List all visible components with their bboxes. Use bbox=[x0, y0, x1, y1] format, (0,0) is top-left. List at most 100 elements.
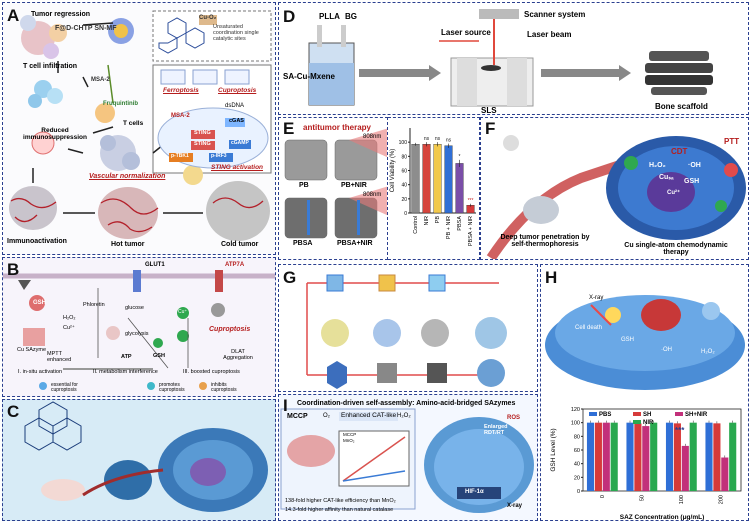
panel-e: E antitumor therapy 808nm 808nm PB PB+NI… bbox=[278, 117, 388, 260]
cu-plus-label: Cu⁺ bbox=[178, 309, 188, 315]
cu-2plus-label: Cu²⁺ bbox=[63, 325, 75, 331]
laser-source-label: Laser source bbox=[441, 28, 491, 37]
bar bbox=[602, 422, 610, 491]
metal-label: Cu-O₂ bbox=[199, 15, 217, 21]
legend-swatch bbox=[633, 420, 641, 424]
cat-note2-label: 14.3-fold higher affinity than natural c… bbox=[285, 507, 394, 513]
panel-c-artwork bbox=[3, 400, 275, 520]
panel-f-artwork bbox=[486, 135, 746, 259]
legend-swatch bbox=[589, 412, 597, 416]
antitumor-label: antitumor therapy bbox=[303, 123, 372, 132]
laser-beam-label: Laser beam bbox=[527, 30, 572, 39]
x-tick-label: 0 bbox=[600, 495, 606, 498]
cuproptosis-b-label: Cuproptosis bbox=[209, 326, 251, 333]
glut1-label: GLUT1 bbox=[145, 262, 165, 268]
h2o2-label: H₂O₂ bbox=[63, 315, 76, 321]
reduced-label: Reduced immunosuppression bbox=[23, 127, 87, 141]
bar bbox=[594, 422, 602, 491]
x-tick-label: Control bbox=[413, 216, 419, 234]
dlat-label: DLAT Aggregation bbox=[223, 349, 253, 361]
nm1-label: 808nm bbox=[363, 134, 382, 140]
significance-label: ns bbox=[446, 138, 452, 144]
y-tick-label: 40 bbox=[574, 462, 580, 468]
bar bbox=[713, 423, 721, 491]
f-h2o2-label: H₂O₂ bbox=[649, 162, 666, 169]
h-oh-label: ·OH bbox=[661, 347, 672, 353]
bar bbox=[626, 422, 634, 491]
f-oh-label: ·OH bbox=[688, 162, 701, 169]
i-xray-label: X-ray bbox=[507, 503, 523, 509]
legend-swatch bbox=[633, 412, 641, 416]
bar bbox=[665, 422, 674, 491]
h-xray-label: X-ray bbox=[589, 295, 604, 301]
legend3-label: inhibits cuproptosis bbox=[211, 382, 237, 394]
fruquintinib-label: Fruquintinib bbox=[103, 101, 138, 107]
mccp-label: MCCP bbox=[287, 413, 308, 420]
y-tick-label: 60 bbox=[574, 448, 580, 454]
x-tick-label: 200 bbox=[719, 495, 725, 504]
significance-label: * bbox=[459, 154, 461, 160]
bar bbox=[681, 445, 689, 491]
y-axis-label: Cell Viability (%) bbox=[390, 149, 396, 193]
y-tick-label: 80 bbox=[574, 434, 580, 440]
pirf3-label: p-IRF3 bbox=[211, 153, 227, 159]
panel-e-artwork bbox=[284, 128, 387, 239]
cu-single-label: Cu single-atom chemodynamic therapy bbox=[624, 242, 728, 257]
panel-i-artwork bbox=[280, 408, 534, 513]
unsaturated-label: Unsaturated coordination single catalyti… bbox=[213, 24, 259, 42]
gsh2-label: GSH bbox=[153, 353, 165, 359]
y-tick-label: 40 bbox=[401, 183, 407, 189]
bar bbox=[586, 422, 595, 491]
panel-f: F PTT CDT H₂O₂ ·OH Cuₛₐ GSH Cu²⁺ Deep tu… bbox=[480, 117, 749, 260]
atp7a-label: ATP7A bbox=[225, 262, 245, 268]
mini-legend2-label: MnO₂ bbox=[343, 438, 355, 443]
mptt-label: MPTT enhanced bbox=[47, 351, 72, 363]
enhanced-label: Enhanced CAT-like bbox=[339, 412, 399, 421]
bar bbox=[642, 426, 650, 491]
y-tick-label: 0 bbox=[404, 211, 407, 217]
panel-a-label: A bbox=[7, 6, 20, 25]
x-tick-label: PBSA + NIR bbox=[468, 216, 474, 246]
cgamp-label: cGAMP bbox=[231, 140, 249, 146]
panel-i: I Coordination-driven self-assembly: Ami… bbox=[278, 394, 538, 521]
formula-label: F@D-CHTP SN-MF bbox=[55, 25, 117, 32]
msa2-b-label: MSA-2 bbox=[171, 113, 190, 119]
legend1-label: essential for cuproptosis bbox=[51, 382, 78, 394]
legend2-label: promotes cuproptosis bbox=[159, 382, 185, 394]
i-title-label: Coordination-driven self-assembly: Amino… bbox=[297, 400, 516, 407]
phloretin-label: Phloretin bbox=[83, 302, 105, 308]
bg-label: BG bbox=[345, 12, 357, 21]
cat-note1-label: 138-fold higher CAT-like efficiency than… bbox=[285, 498, 396, 504]
cuproptosis-label: Cuproptosis bbox=[218, 87, 257, 94]
i-h2o2-label: H₂O₂ bbox=[397, 413, 411, 419]
ptbk1-label: p-TBK1 bbox=[171, 153, 189, 159]
cu-sazyme-label: Cu SAzyme bbox=[17, 347, 47, 353]
panel-b-artwork bbox=[3, 270, 275, 390]
y-tick-label: 0 bbox=[577, 489, 580, 495]
x-tick-label: PB bbox=[435, 216, 441, 224]
sting2-label: STING bbox=[194, 141, 211, 147]
cgas-label: cGAS bbox=[229, 118, 244, 124]
mini-legend1-label: MCCP bbox=[343, 432, 357, 437]
step3-label: III. boosted cuproptosis bbox=[183, 369, 240, 375]
bar bbox=[444, 145, 453, 214]
panel-d-label: D bbox=[283, 7, 296, 26]
y-tick-label: 20 bbox=[401, 197, 407, 203]
gsh-label: GSH bbox=[33, 300, 47, 306]
legend-label: NIR bbox=[643, 420, 654, 426]
vascular-label: Vascular normalization bbox=[89, 173, 166, 180]
x-tick-label: 50 bbox=[640, 495, 646, 501]
y-tick-label: 60 bbox=[401, 169, 407, 175]
x-tick-label: PBSA bbox=[457, 216, 463, 231]
legend-swatch bbox=[675, 412, 683, 416]
panel-g-artwork bbox=[306, 274, 507, 389]
panel-g-label: G bbox=[283, 268, 297, 287]
significance-stars: *** bbox=[675, 426, 685, 435]
h-gsh-label: GSH bbox=[621, 337, 635, 343]
bar bbox=[673, 423, 681, 491]
scanner-label: Scanner system bbox=[524, 10, 586, 19]
i-o2-label: O₂ bbox=[323, 413, 330, 419]
